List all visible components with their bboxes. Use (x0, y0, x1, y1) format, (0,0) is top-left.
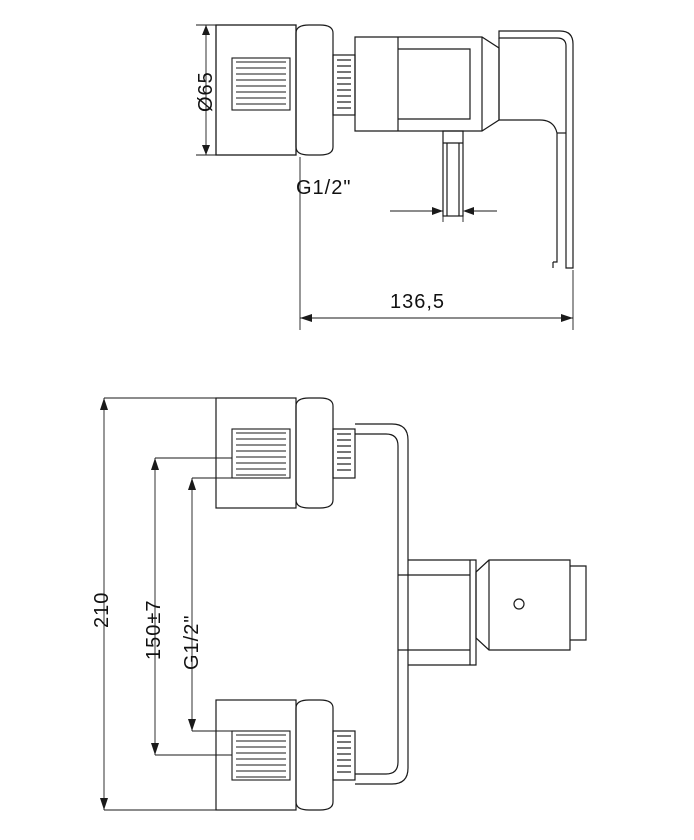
front-view-outlet-arm (398, 559, 477, 666)
front-view-upper-escutcheon (295, 397, 334, 509)
dim-label-center-distance-150: 150±7 (143, 599, 165, 660)
dim-diameter-65 (196, 24, 216, 156)
front-view-body (355, 423, 409, 785)
dim-thread-front (188, 477, 232, 732)
dim-label-height-210: 210 (91, 591, 113, 628)
top-view-thread-nipple (231, 57, 291, 111)
dim-thread-top-leader (390, 200, 497, 222)
dim-label-depth-136-5: 136,5 (390, 291, 446, 313)
top-view-body-collar (332, 54, 356, 116)
front-view-lower-collar (332, 730, 356, 781)
dim-depth-136-5 (299, 157, 574, 330)
front-view-upper-flange (215, 397, 297, 509)
dim-label-diameter-65: Ø65 (195, 71, 217, 112)
front-view-lower-thread (231, 730, 291, 781)
dim-label-thread-front: G1/2" (181, 614, 203, 670)
top-view-inlet-flange (215, 24, 297, 156)
dim-label-thread-top: G1/2" (296, 177, 352, 199)
dim-center-distance-150 (151, 457, 232, 756)
front-view-upper-collar (332, 428, 356, 479)
dim-height-210 (100, 397, 216, 811)
top-view-lever-handle (498, 30, 574, 269)
top-view-outlet-spigot (442, 130, 464, 217)
front-view-lower-escutcheon (295, 699, 334, 811)
top-view-escutcheon (295, 24, 334, 156)
front-view-lever-handle (475, 559, 587, 651)
top-view-mixer-body (354, 36, 500, 132)
front-view-upper-thread (231, 428, 291, 479)
